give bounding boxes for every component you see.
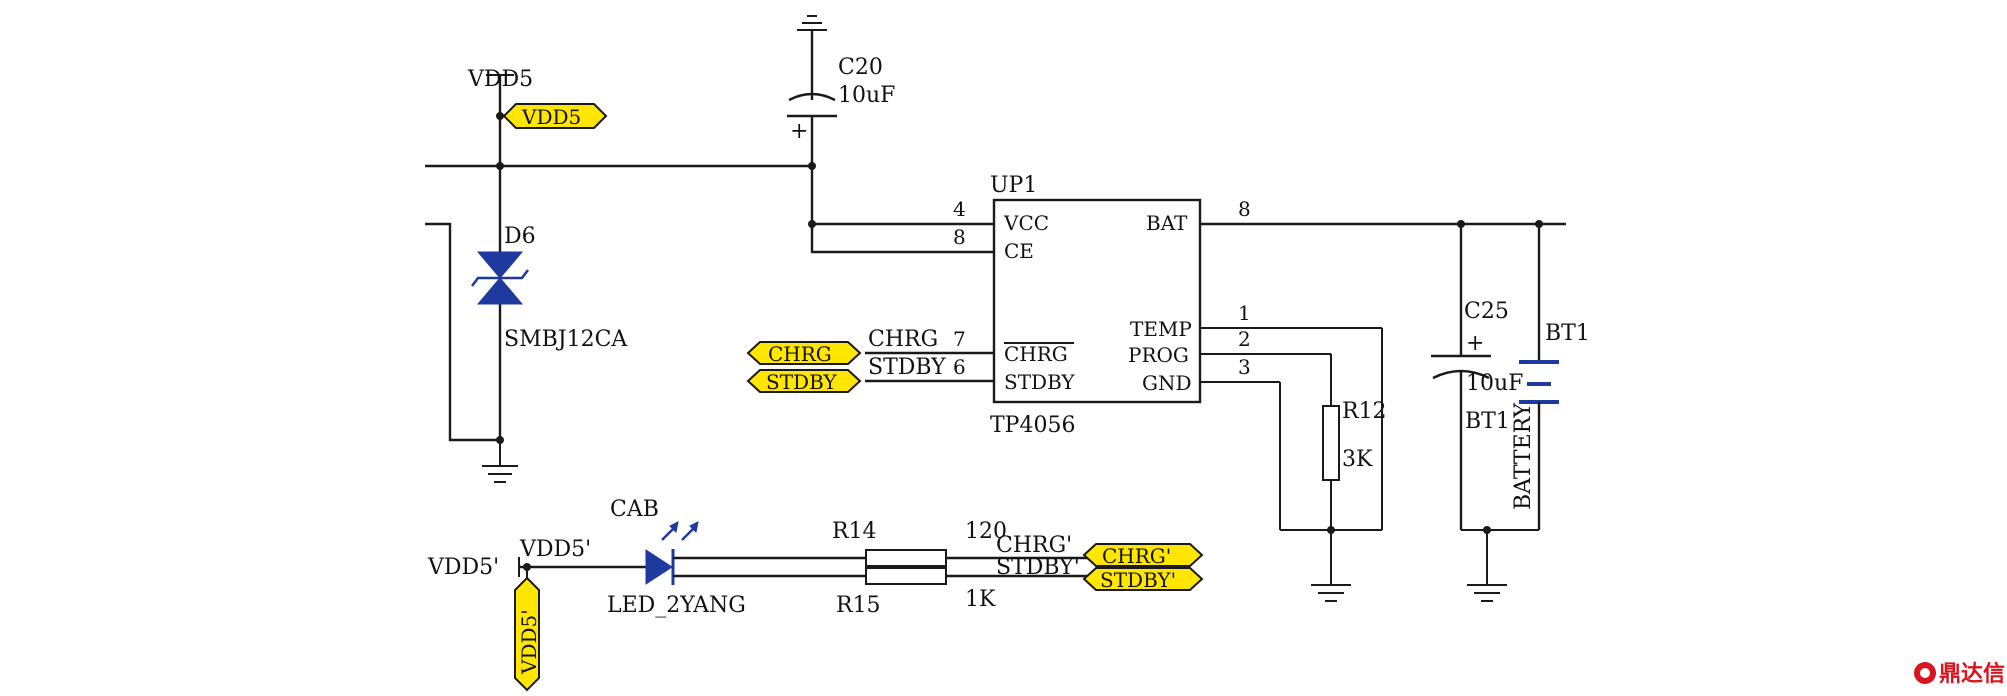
svg-text:CHRG: CHRG	[768, 342, 832, 366]
c20-value: 10uF	[838, 83, 895, 108]
pin-number-1: 1	[1238, 301, 1251, 325]
led-circuit	[518, 521, 1092, 585]
r12-label: R12	[1342, 399, 1387, 424]
svg-text:VDD5: VDD5	[521, 105, 581, 129]
vdd5p-port-tag: VDD5'	[514, 576, 541, 692]
pin-temp: TEMP	[1130, 317, 1192, 341]
d6-label: D6	[504, 224, 536, 249]
c25-plus: +	[1466, 331, 1484, 356]
vdd5p-left-label: VDD5'	[427, 555, 499, 580]
chrgp-port-tag: CHRG'	[1082, 543, 1204, 568]
pin-number-7: 7	[953, 327, 966, 351]
r15-value: 1K	[965, 587, 996, 612]
bt1-mid-label: BT1	[1465, 409, 1510, 434]
c20-plus: +	[790, 119, 808, 144]
vdd5p-top-label: VDD5'	[519, 537, 591, 562]
r14-value: 120	[965, 519, 1007, 544]
cab-label: CAB	[610, 497, 659, 522]
pin-number-2: 2	[1238, 327, 1251, 351]
stdbyp-net-label: STDBY'	[996, 555, 1080, 580]
stdbyp-port-tag: STDBY'	[1082, 567, 1204, 592]
chrg-net-label: CHRG	[868, 327, 938, 352]
led-part-label: LED_2YANG	[607, 593, 746, 618]
c20-label: C20	[838, 55, 883, 80]
svg-text:VDD5': VDD5'	[517, 609, 541, 675]
svg-text:CHRG': CHRG'	[1102, 544, 1171, 568]
up1-ic	[810, 198, 1566, 531]
c25-capacitor	[1431, 220, 1539, 531]
pin-number-3: 3	[1238, 355, 1251, 379]
c25-label: C25	[1464, 299, 1509, 324]
pin-vcc: VCC	[1003, 211, 1049, 235]
pin-number-8-ce: 8	[953, 225, 966, 249]
bt1-battery	[1467, 220, 1559, 602]
d6-part: SMBJ12CA	[504, 327, 628, 352]
svg-text:STDBY': STDBY'	[1100, 568, 1176, 592]
ic-part-label: TP4056	[990, 413, 1075, 438]
r12-value: 3K	[1342, 447, 1373, 472]
pin-number-8-bat: 8	[1238, 197, 1251, 221]
c20-capacitor	[787, 15, 837, 230]
pin-bat: BAT	[1146, 211, 1188, 235]
svg-text:STDBY: STDBY	[766, 370, 837, 394]
chrgp-net-label: CHRG'	[996, 533, 1072, 558]
stdby-net-label: STDBY	[868, 355, 946, 380]
pin-ce: CE	[1004, 239, 1034, 263]
r15-label: R15	[836, 593, 881, 618]
watermark-logo: 鼎达信	[1914, 661, 2005, 687]
pin-prog: PROG	[1128, 343, 1189, 367]
pin-gnd: GND	[1142, 371, 1192, 395]
pin-chrg: CHRG	[1004, 342, 1068, 366]
d6-tvs-diode	[425, 222, 529, 483]
bt1-label: BT1	[1545, 321, 1590, 346]
r14-label: R14	[832, 519, 877, 544]
up1-label: UP1	[990, 173, 1037, 198]
pin-stdby: STDBY	[1004, 370, 1075, 394]
pin-number-4: 4	[953, 197, 966, 221]
pin-number-6: 6	[953, 355, 966, 379]
vdd5-net-label: VDD5	[467, 67, 533, 92]
c25-value: 10uF	[1466, 371, 1523, 396]
vdd5-port-tag: VDD5	[502, 103, 608, 129]
chrg-port-tag: CHRG	[746, 341, 862, 366]
r12-resistor	[1311, 405, 1351, 602]
stdby-port-tag: STDBY	[746, 369, 862, 394]
svg-text:鼎达信: 鼎达信	[1939, 661, 2005, 687]
battery-label: BATTERY	[1511, 402, 1536, 510]
